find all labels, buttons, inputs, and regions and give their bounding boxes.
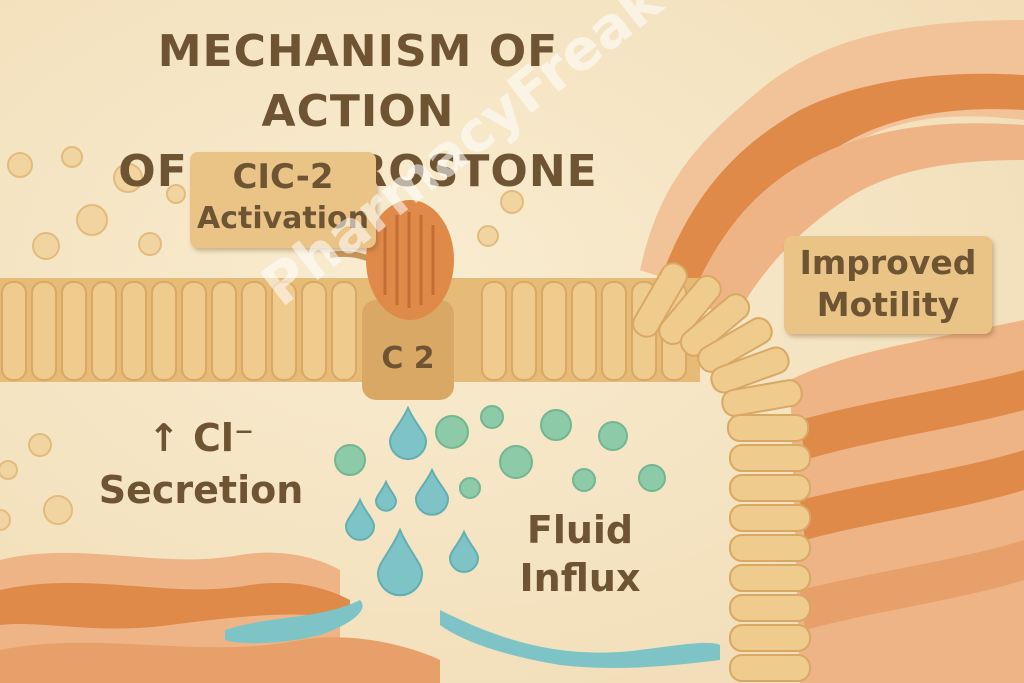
chloride-ion [638, 464, 666, 492]
clc2-channel: C 2 [362, 300, 454, 400]
membrane-cell [727, 414, 809, 442]
chloride-secretion-label: ↑ Cl⁻ Secretion [86, 412, 316, 516]
motility-label-line-1: Improved [799, 243, 977, 282]
particle [113, 163, 143, 193]
epithelial-membrane [0, 278, 700, 382]
chloride-ion [435, 415, 469, 449]
membrane-cell [511, 281, 537, 381]
secretion-label-line-1: ↑ Cl⁻ [147, 416, 255, 460]
membrane-cell [571, 281, 597, 381]
improved-motility-label: Improved Motility [784, 236, 992, 334]
fluid-label-line-1: Fluid [526, 508, 634, 552]
membrane-cell [241, 281, 267, 381]
particle [28, 433, 52, 457]
water-droplets [344, 405, 480, 597]
particle [0, 509, 11, 531]
membrane-cell [729, 504, 811, 532]
fluid-influx-label: Fluid Influx [510, 506, 650, 602]
particle [0, 460, 18, 480]
membrane-cell [331, 281, 357, 381]
particle [76, 204, 108, 236]
particle [166, 184, 186, 204]
membrane-cell [211, 281, 237, 381]
membrane-cell [729, 564, 811, 592]
membrane-cell [697, 317, 773, 373]
particle [7, 152, 33, 178]
clc2-label-line-2: Activation [196, 201, 370, 236]
title-line-1: MECHANISM OF ACTION [157, 26, 559, 137]
chloride-ion [598, 421, 628, 451]
water-streams [225, 600, 720, 668]
membrane-cell [729, 444, 811, 472]
chloride-ion [459, 477, 481, 499]
membrane-cell [301, 281, 327, 381]
membrane-cell [151, 281, 177, 381]
membrane-cell [729, 654, 811, 682]
membrane-cell [181, 281, 207, 381]
fluid-label-line-2: Influx [519, 556, 641, 600]
particle [500, 190, 524, 214]
chloride-ion [480, 405, 504, 429]
secretion-label-line-2: Secretion [98, 468, 304, 512]
chloride-particles [0, 146, 666, 531]
clc2-activation-label: CIC-2 Activation [190, 152, 376, 248]
particle [43, 495, 73, 525]
membrane-cell [721, 379, 803, 417]
membrane-cell [541, 281, 567, 381]
intestinal-wall-bottom-right [790, 320, 1024, 683]
water-drop [388, 405, 428, 461]
water-drop [376, 527, 424, 597]
membrane-cell [121, 281, 147, 381]
epithelial-membrane-curve [632, 262, 811, 682]
particle [32, 232, 60, 260]
particle [61, 146, 83, 168]
membrane-cell [729, 534, 811, 562]
water-drop [344, 497, 376, 541]
clc2-label-line-1: CIC-2 [232, 157, 334, 197]
motility-label-line-2: Motility [816, 285, 960, 324]
membrane-cell [1, 281, 27, 381]
water-drop [448, 529, 480, 573]
membrane-cell [481, 281, 507, 381]
channel-label: C 2 [381, 341, 434, 376]
particle [477, 225, 499, 247]
membrane-cell [271, 281, 297, 381]
water-drop [374, 479, 398, 512]
membrane-cell [31, 281, 57, 381]
chloride-ion [334, 444, 366, 476]
membrane-cell [729, 594, 811, 622]
water-drop [414, 467, 450, 516]
membrane-cell [710, 346, 790, 394]
membrane-cell [729, 624, 811, 652]
membrane-cell [601, 281, 627, 381]
membrane-cell [729, 474, 811, 502]
membrane-cell [658, 274, 722, 346]
chloride-ion [572, 468, 596, 492]
intestinal-wall-bottom-left [0, 552, 440, 683]
membrane-cell [632, 262, 688, 338]
chloride-ion [540, 409, 572, 441]
membrane-cell [91, 281, 117, 381]
lubiprostone-molecule [329, 200, 454, 320]
membrane-cell [679, 293, 751, 357]
particle [138, 232, 162, 256]
membrane-cell [61, 281, 87, 381]
chloride-ion [499, 445, 533, 479]
